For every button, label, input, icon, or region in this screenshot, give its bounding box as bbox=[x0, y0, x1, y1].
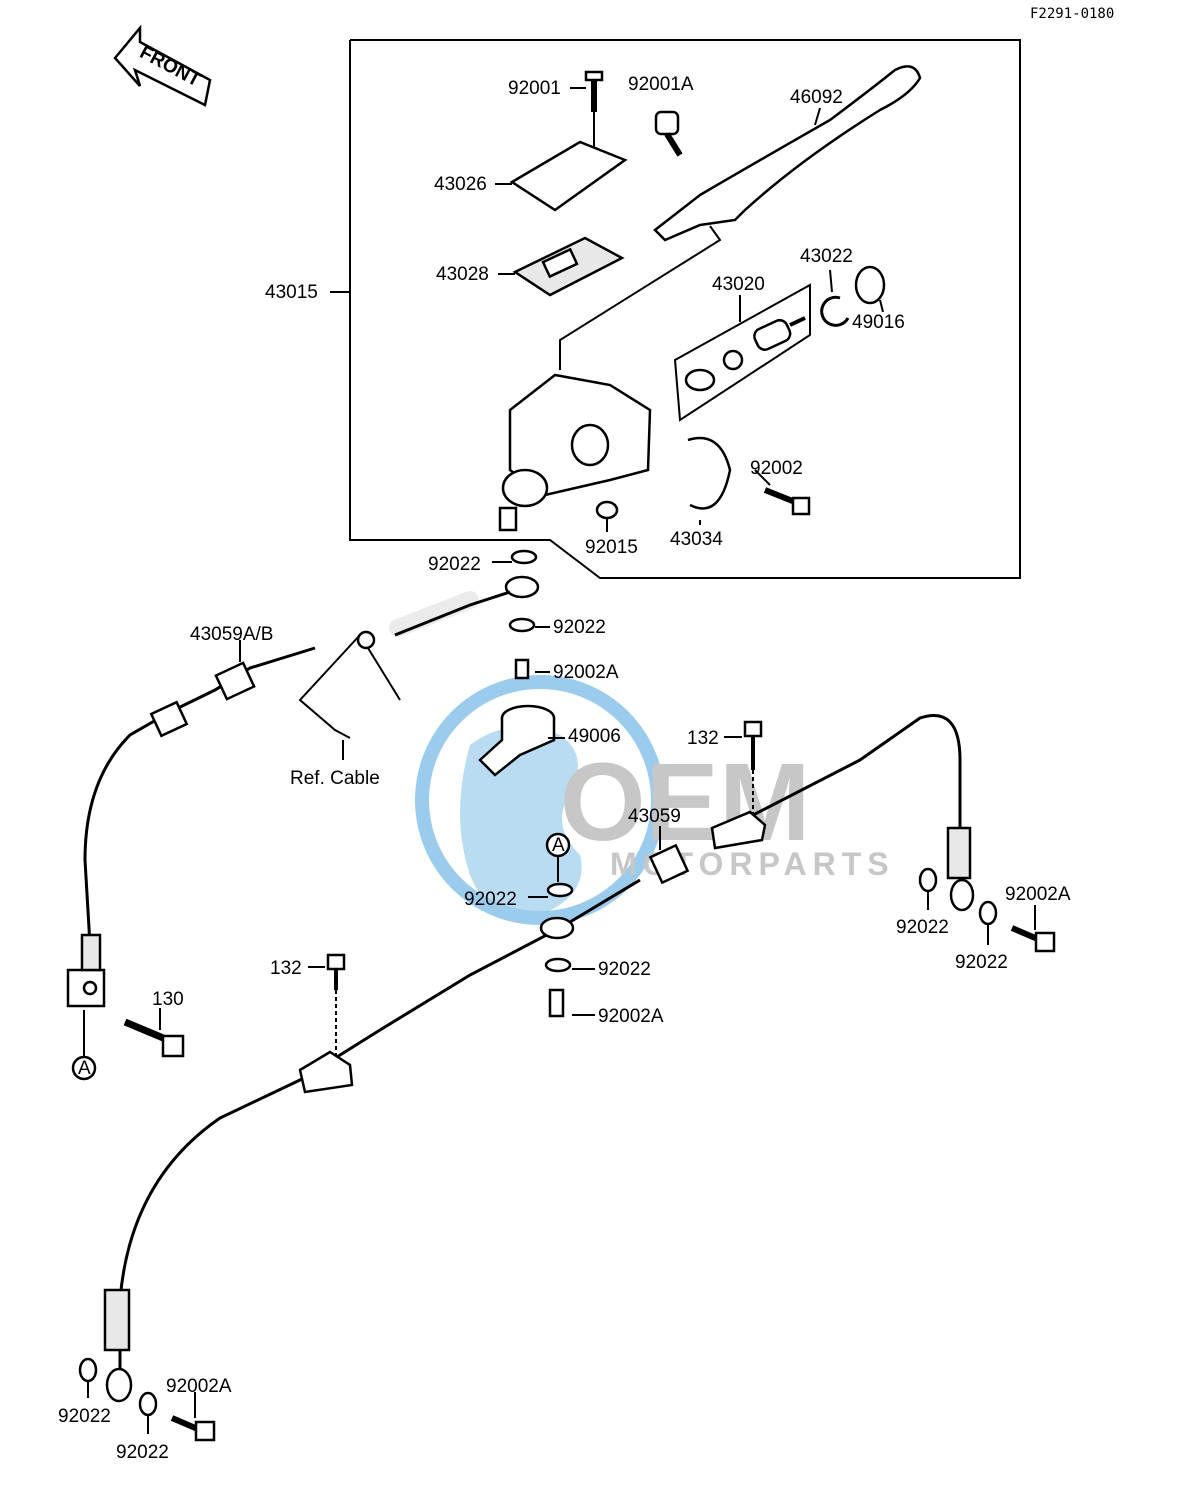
callout-92002A-d: 92002A bbox=[166, 1376, 232, 1397]
part-92002A-c bbox=[1010, 925, 1056, 953]
callout-43034: 43034 bbox=[670, 529, 723, 550]
callout-49006: 49006 bbox=[568, 726, 621, 747]
hose-upper bbox=[394, 590, 511, 637]
callout-92002A-a: 92002A bbox=[553, 662, 619, 683]
assembly-frame bbox=[349, 39, 1021, 579]
callout-92002A-b: 92002A bbox=[598, 1006, 664, 1027]
part-92022-e bbox=[918, 867, 938, 893]
part-43026 bbox=[509, 140, 628, 212]
part-46092 bbox=[653, 65, 922, 242]
part-43059AB bbox=[214, 661, 256, 701]
front-arrow: FRONT bbox=[113, 24, 212, 107]
part-92002A-d bbox=[170, 1415, 216, 1442]
part-49006 bbox=[478, 704, 556, 777]
part-banjo-right bbox=[949, 878, 975, 912]
hose-left bbox=[83, 646, 316, 946]
part-43020 bbox=[684, 316, 806, 392]
front-arrow-icon bbox=[113, 24, 212, 107]
part-43034 bbox=[687, 436, 732, 510]
part-92022-g bbox=[78, 1357, 98, 1383]
part-43059-clamp bbox=[710, 810, 767, 850]
part-hose-clamp bbox=[298, 1050, 354, 1094]
callout-43022: 43022 bbox=[800, 246, 853, 267]
part-92001 bbox=[584, 70, 604, 155]
callout-92001: 92001 bbox=[508, 78, 561, 99]
ref-cable-bracket bbox=[298, 634, 401, 739]
piston-kit-frame bbox=[673, 283, 811, 422]
callout-132-a: 132 bbox=[687, 728, 719, 749]
callout-refcable: Ref. Cable bbox=[290, 768, 380, 789]
hose-lower bbox=[118, 878, 641, 1380]
part-92022-b bbox=[508, 617, 536, 633]
mark-A-b bbox=[71, 1055, 97, 1081]
callout-43059AB: 43059A/B bbox=[190, 624, 273, 645]
callout-92022-c: 92022 bbox=[464, 889, 517, 910]
part-92002A-b bbox=[548, 988, 565, 1018]
part-130 bbox=[123, 1018, 185, 1058]
part-92002 bbox=[763, 487, 811, 516]
callout-markA-b: A bbox=[78, 1058, 91, 1079]
callout-92022-f: 92022 bbox=[955, 952, 1008, 973]
callout-92022-d: 92022 bbox=[598, 959, 651, 980]
part-92022-c bbox=[546, 882, 574, 898]
part-43022 bbox=[820, 295, 850, 327]
callout-markA-a: A bbox=[552, 835, 565, 856]
callout-92022-b: 92022 bbox=[553, 617, 606, 638]
callout-92001A: 92001A bbox=[628, 74, 694, 95]
callout-132-b: 132 bbox=[270, 958, 302, 979]
callout-92002: 92002 bbox=[750, 458, 803, 479]
callout-92022-g: 92022 bbox=[58, 1406, 111, 1427]
part-banjo-upper bbox=[504, 575, 540, 599]
callout-43020: 43020 bbox=[712, 274, 765, 295]
part-92015 bbox=[595, 500, 619, 520]
part-banjo-center bbox=[539, 916, 575, 940]
callout-43015: 43015 bbox=[265, 282, 318, 303]
callout-43028: 43028 bbox=[436, 264, 489, 285]
callout-43026: 43026 bbox=[434, 174, 487, 195]
callout-92022-a: 92022 bbox=[428, 554, 481, 575]
callout-130: 130 bbox=[152, 989, 184, 1010]
part-92022-d bbox=[544, 957, 572, 973]
watermark-brand: OEM bbox=[560, 741, 811, 864]
figure-code: F2291-0180 bbox=[1030, 6, 1114, 22]
watermark-globe bbox=[415, 675, 665, 925]
hose-lower-spring bbox=[103, 1288, 131, 1352]
part-92022-a bbox=[510, 549, 538, 565]
part-banjo-lower bbox=[105, 1367, 133, 1403]
callout-92002A-c: 92002A bbox=[1005, 884, 1071, 905]
part-49016 bbox=[854, 265, 886, 305]
callout-92015: 92015 bbox=[585, 537, 638, 558]
part-92022-h bbox=[138, 1391, 158, 1417]
callout-46092: 46092 bbox=[790, 87, 843, 108]
part-92022-f bbox=[978, 900, 998, 926]
part-master-cylinder-body bbox=[498, 373, 652, 532]
callout-49016: 49016 bbox=[852, 312, 905, 333]
watermark: OEM MOTORPARTS bbox=[415, 675, 889, 925]
hose-right-spring bbox=[946, 826, 972, 880]
callout-92022-e: 92022 bbox=[896, 917, 949, 938]
callout-43059: 43059 bbox=[628, 806, 681, 827]
part-92001A bbox=[654, 110, 683, 157]
part-92002A-a bbox=[514, 658, 530, 680]
part-43059 bbox=[648, 843, 690, 885]
hose-right bbox=[719, 714, 962, 880]
callout-92022-h: 92022 bbox=[116, 1442, 169, 1463]
